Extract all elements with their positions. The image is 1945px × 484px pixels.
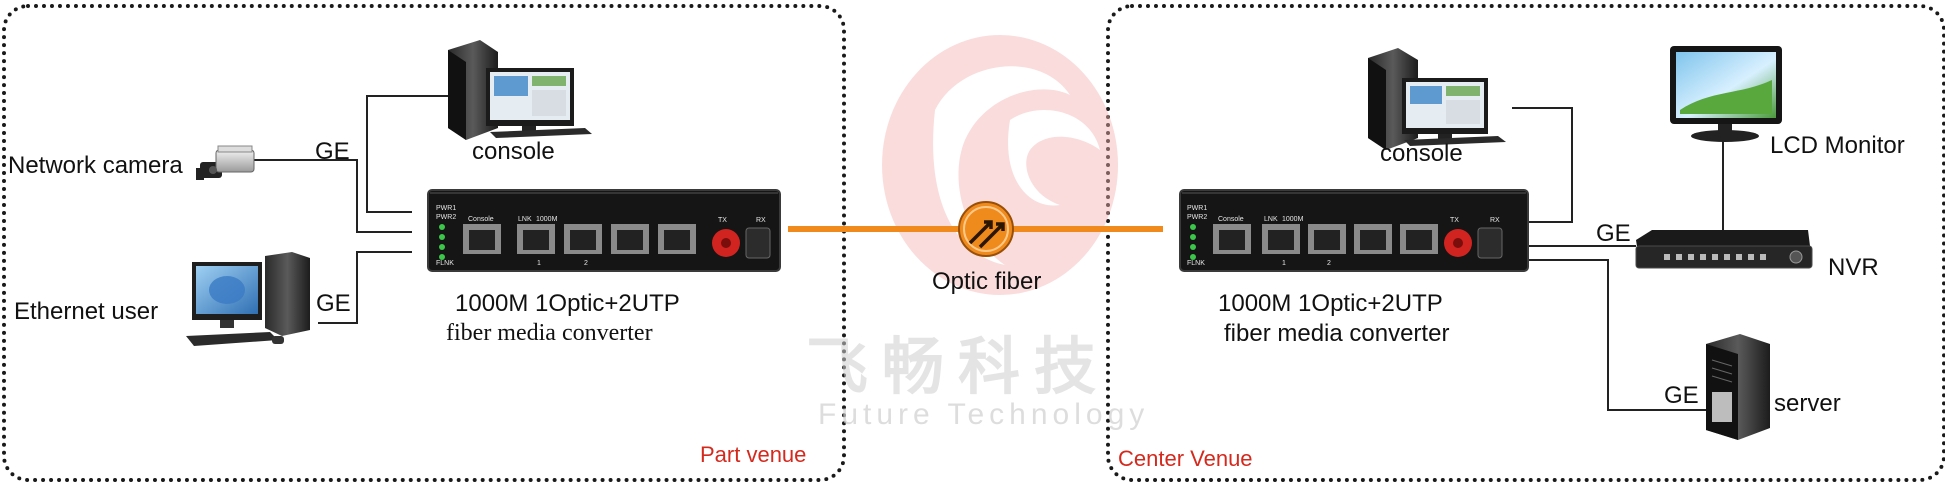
part-venue-label: Part venue <box>700 442 807 467</box>
left-lnk-label: LNK <box>518 216 532 223</box>
left-console-pc-icon <box>448 40 592 140</box>
right-lnk-label: LNK <box>1264 216 1278 223</box>
right-console-pc-icon <box>1368 48 1506 150</box>
fiber-coupler-icon <box>958 201 1014 257</box>
left-converter-line1: 1000M 1Optic+2UTP <box>455 290 680 317</box>
server-icon <box>1706 334 1770 440</box>
right-converter-device: PWR1 PWR2 FLNK Console LNK 1000M 1 2 TX … <box>1179 189 1529 272</box>
ethernet-user-pc-icon <box>186 252 310 346</box>
center-venue-frame <box>1106 4 1945 482</box>
watermark-english: Future Technology <box>818 398 1150 431</box>
left-port1-label: 1 <box>537 260 541 267</box>
left-ge-bottom-label: GE <box>316 290 351 317</box>
right-speed-label: 1000M <box>1282 216 1304 223</box>
right-flnk-label: FLNK <box>1187 260 1205 267</box>
nvr-label: NVR <box>1828 254 1879 281</box>
left-rx-label: RX <box>756 217 766 224</box>
optic-fiber-label: Optic fiber <box>932 268 1042 295</box>
left-console-label: console <box>472 138 555 165</box>
network-camera-label: Network camera <box>8 152 183 179</box>
left-converter-device: PWR1 PWR2 FLNK Console LNK 1000M 1 2 TX … <box>427 189 781 272</box>
center-venue-label: Center Venue <box>1118 446 1253 471</box>
watermark-chinese: 飞畅科技 <box>806 330 1111 403</box>
nvr-icon <box>1635 230 1813 269</box>
left-converter-line2: fiber media converter <box>446 320 653 346</box>
left-connection-lines <box>238 95 448 324</box>
right-rx-label: RX <box>1490 217 1500 224</box>
ethernet-user-label: Ethernet user <box>14 298 159 325</box>
right-pwr1-label: PWR1 <box>1187 205 1207 212</box>
right-converter-line2: fiber media converter <box>1224 320 1450 347</box>
right-port1-label: 1 <box>1282 260 1286 267</box>
right-converter-line1: 1000M 1Optic+2UTP <box>1218 290 1443 317</box>
right-ge-nvr-label: GE <box>1596 220 1631 247</box>
server-label: server <box>1774 390 1841 417</box>
left-pwr2-label: PWR2 <box>436 214 456 221</box>
network-camera-icon <box>196 145 255 180</box>
left-tx-label: TX <box>718 217 727 224</box>
right-ge-server-label: GE <box>1664 382 1699 409</box>
right-connection-lines <box>1512 107 1724 411</box>
lcd-monitor-icon <box>1670 46 1782 142</box>
left-pwr1-label: PWR1 <box>436 205 456 212</box>
part-venue-frame <box>2 4 846 482</box>
watermark-logo <box>882 35 1118 295</box>
left-flnk-label: FLNK <box>436 260 454 267</box>
right-tx-label: TX <box>1450 217 1459 224</box>
left-speed-label: 1000M <box>536 216 558 223</box>
right-console-label: console <box>1380 140 1463 167</box>
lcd-monitor-label: LCD Monitor <box>1770 132 1905 159</box>
right-pwr2-label: PWR2 <box>1187 214 1207 221</box>
left-console-port-label: Console <box>468 216 494 223</box>
right-port2-label: 2 <box>1327 260 1331 267</box>
left-port2-label: 2 <box>584 260 588 267</box>
right-console-port-label: Console <box>1218 216 1244 223</box>
left-ge-top-label: GE <box>315 138 350 165</box>
